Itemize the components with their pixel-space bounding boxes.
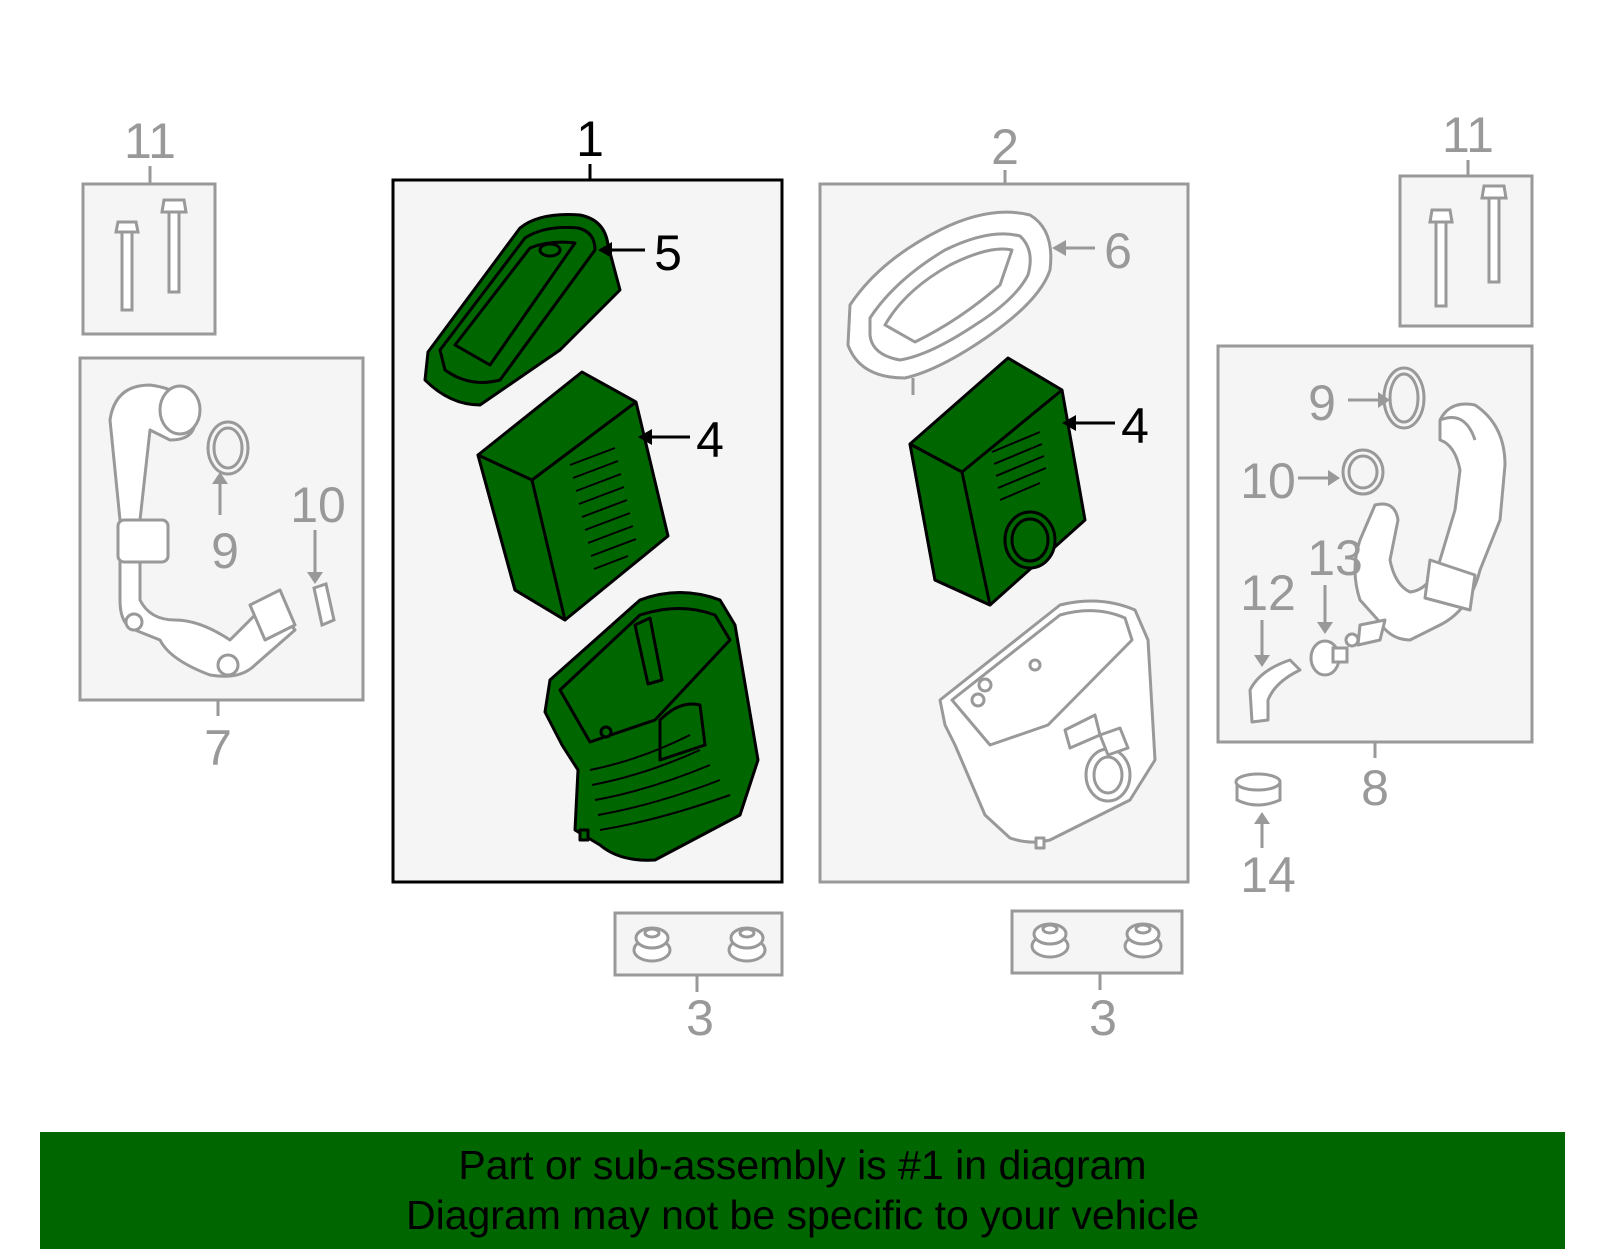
group-8-pipe-assembly[interactable]: 9 10 13 12: [1216, 344, 1534, 816]
callout-13: 13: [1307, 530, 1363, 586]
callout-1: 1: [576, 111, 604, 167]
callout-14: 14: [1240, 847, 1296, 903]
group-7-pipe-assembly[interactable]: 9 10 7: [78, 356, 365, 776]
bolt-box-right: [1398, 174, 1534, 328]
sensor-icon: [1309, 639, 1349, 677]
callout-10-left: 10: [290, 477, 346, 533]
banner-line-1: Part or sub-assembly is #1 in diagram: [458, 1142, 1147, 1188]
seal-frame-icon: [846, 210, 1053, 395]
callout-11-right: 11: [1442, 107, 1494, 163]
air-duct-pipe-icon: [1344, 402, 1507, 648]
group-11-left[interactable]: 11: [81, 113, 217, 336]
group-3-left-grommets[interactable]: 3: [613, 911, 784, 1046]
callout-3-right: 3: [1089, 990, 1117, 1046]
info-banner: Part or sub-assembly is #1 in diagram Di…: [40, 1132, 1565, 1249]
group-1-air-cleaner-assembly[interactable]: 1 5: [391, 111, 784, 884]
filter-element-icon: [908, 356, 1087, 607]
cap-icon: [1234, 772, 1282, 807]
clamp-ring-icon: [1341, 448, 1385, 496]
lower-housing-icon: [543, 591, 760, 862]
callout-2: 2: [991, 119, 1019, 175]
callout-4-right: 4: [1121, 398, 1149, 454]
seal-ring-icon: [1382, 366, 1426, 430]
air-duct-pipe-icon: [108, 383, 297, 678]
callout-9-right: 9: [1308, 375, 1336, 431]
grommet-icon: [1030, 922, 1163, 959]
part-14-cap[interactable]: 14: [1234, 772, 1296, 903]
clamp-icon: [312, 582, 336, 628]
housing-cover-icon: [423, 213, 622, 407]
lower-housing-icon: [938, 599, 1157, 850]
banner-line-2: Diagram may not be specific to your vehi…: [405, 1192, 1199, 1238]
callout-8: 8: [1361, 760, 1389, 816]
bolt-box-left: [81, 182, 217, 336]
group-2-air-cleaner-assembly[interactable]: 2 6 4: [818, 119, 1190, 884]
callout-4-left: 4: [696, 412, 724, 468]
callout-3-left: 3: [686, 990, 714, 1046]
callout-9-left: 9: [211, 523, 239, 579]
bolt-icon: [1428, 184, 1508, 308]
grommet-icon: [632, 926, 767, 963]
callout-10-right: 10: [1240, 453, 1296, 509]
seal-ring-icon: [206, 420, 250, 476]
bolt-icon: [114, 198, 188, 312]
callout-6: 6: [1104, 223, 1132, 279]
callout-12: 12: [1240, 565, 1296, 621]
filter-element-icon: [476, 370, 670, 622]
callout-11-left: 11: [124, 113, 176, 169]
group-11-right[interactable]: 11: [1398, 107, 1534, 328]
hose-icon: [1248, 658, 1302, 724]
callout-5: 5: [654, 225, 682, 281]
group-3-right-grommets[interactable]: 3: [1010, 909, 1184, 1046]
callout-7: 7: [204, 720, 232, 776]
